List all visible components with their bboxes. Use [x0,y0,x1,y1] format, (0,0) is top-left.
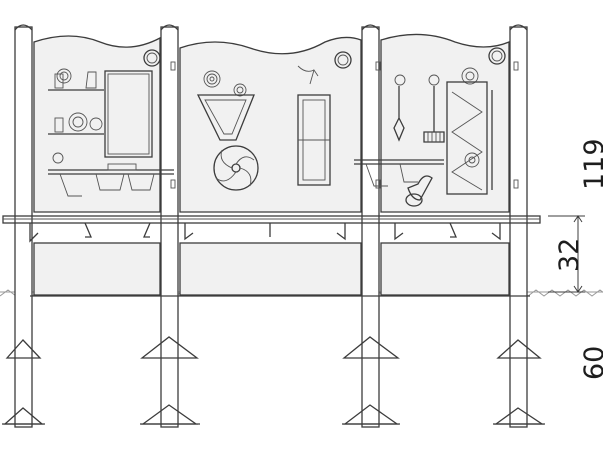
sand-funnel [196,70,255,141]
lower-panels [30,242,530,297]
lower-panel-right [380,242,510,296]
lower-panel-left [33,242,161,296]
upper-panels [33,33,510,213]
tool-rack [393,47,506,143]
deck-brackets [29,222,501,243]
panel-center [179,36,362,213]
sand-chute [297,51,352,186]
panel-right [380,33,510,213]
post-4 [509,26,528,428]
chalkboard [104,70,153,158]
sand-sieve-tower [446,67,493,195]
sand-wheel [213,145,259,191]
dimension-label-middle: 32 [554,238,585,272]
kitchen-counter [48,152,174,197]
deck [2,215,541,224]
water-counter [354,159,444,207]
kitchen-shelves [48,49,161,135]
post-2 [160,26,179,428]
posts [14,24,528,428]
panel-left [33,35,161,213]
dimension-label-lower: 60 [579,346,603,380]
dimension-lines [548,215,585,293]
footings [2,336,545,425]
post-3 [361,26,380,428]
lower-panel-center [179,242,362,296]
post-1 [14,26,33,428]
dimension-label-upper: 119 [579,138,603,190]
